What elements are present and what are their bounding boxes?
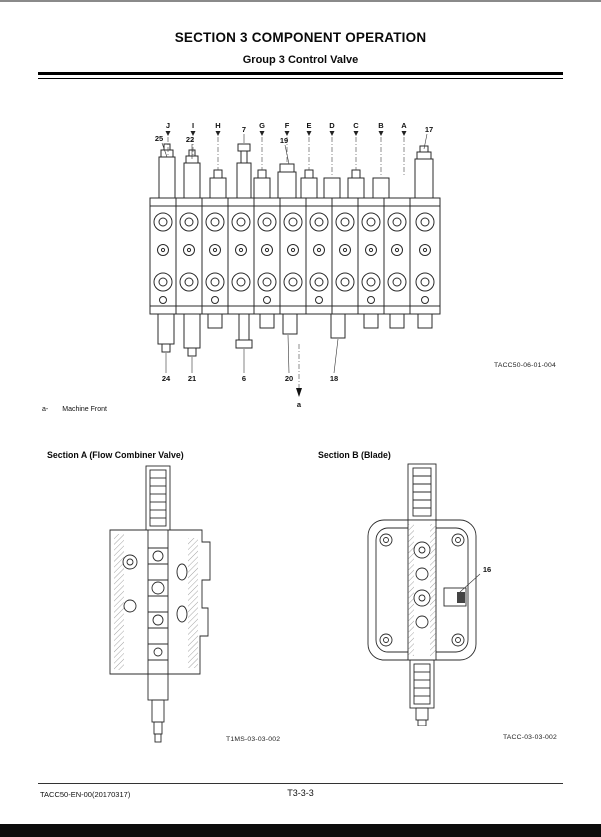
section-letter: A bbox=[401, 121, 407, 130]
page-title: SECTION 3 COMPONENT OPERATION bbox=[174, 30, 427, 45]
machine-front-note: a- Machine Front bbox=[42, 406, 107, 413]
callout-16-leader bbox=[459, 573, 481, 593]
callout-number: 25 bbox=[155, 134, 163, 143]
section-marker: D bbox=[329, 121, 335, 176]
callout-number: 7 bbox=[242, 125, 246, 134]
callout-number: 17 bbox=[425, 125, 433, 134]
section-letter: F bbox=[285, 121, 290, 130]
section-letter: H bbox=[215, 121, 220, 130]
section-a-figure bbox=[109, 465, 211, 743]
section-marker: B bbox=[378, 121, 384, 176]
footer-rule bbox=[38, 783, 563, 784]
section-letter: E bbox=[306, 121, 311, 130]
header-rule-thin bbox=[38, 78, 563, 79]
document-code: TACC50-EN-00(20170317) bbox=[40, 790, 131, 799]
machine-front-label: a bbox=[297, 400, 302, 409]
control-valve-overview-figure: J I H G F E D C B A 2 bbox=[149, 121, 441, 409]
callout-number: 18 bbox=[330, 374, 338, 383]
section-b-heading: Section B (Blade) bbox=[318, 450, 391, 460]
section-letter: C bbox=[353, 121, 359, 130]
section-marker: I bbox=[190, 121, 196, 156]
header-rule bbox=[38, 72, 563, 75]
section-letter: D bbox=[329, 121, 335, 130]
valve-assembly-drawing bbox=[149, 143, 441, 357]
callout-number: 21 bbox=[188, 374, 196, 383]
page-bottom-edge bbox=[0, 824, 601, 837]
section-a-heading: Section A (Flow Combiner Valve) bbox=[47, 450, 184, 460]
callout-number: 19 bbox=[280, 136, 288, 145]
section-marker: A bbox=[401, 121, 407, 176]
callout-leaders bbox=[161, 133, 428, 374]
callout-number: 20 bbox=[285, 374, 293, 383]
note-text: Machine Front bbox=[62, 406, 107, 413]
figure-code-section-b: TACC-03-03-002 bbox=[502, 734, 557, 741]
section-marker: J bbox=[165, 121, 171, 156]
section-b-figure: 16 bbox=[367, 463, 491, 726]
section-letter: I bbox=[192, 121, 194, 130]
section-letter: B bbox=[378, 121, 384, 130]
figure-code-section-a: T1MS-03-03-002 bbox=[226, 736, 281, 743]
section-marker: C bbox=[353, 121, 359, 170]
callout-number: 16 bbox=[483, 565, 491, 574]
callout-number: 6 bbox=[242, 374, 246, 383]
section-letter: J bbox=[166, 121, 170, 130]
callout-number: 24 bbox=[162, 374, 171, 383]
section-letter: G bbox=[259, 121, 265, 130]
machine-front-arrow: a bbox=[296, 344, 302, 409]
section-b-drawing bbox=[367, 463, 477, 726]
section-a-drawing bbox=[109, 465, 211, 743]
page-top-edge bbox=[0, 0, 601, 2]
page-subtitle: Group 3 Control Valve bbox=[242, 54, 359, 66]
figure-code-main: TACC50-06-01-004 bbox=[493, 362, 556, 369]
note-key: a- bbox=[42, 406, 49, 413]
section-marker: F bbox=[284, 121, 290, 162]
section-marker: E bbox=[306, 121, 312, 170]
section-marker: G bbox=[259, 121, 265, 170]
page-number: T3-3-3 bbox=[287, 788, 314, 798]
section-marker: H bbox=[215, 121, 221, 170]
callout-number: 22 bbox=[186, 135, 194, 144]
